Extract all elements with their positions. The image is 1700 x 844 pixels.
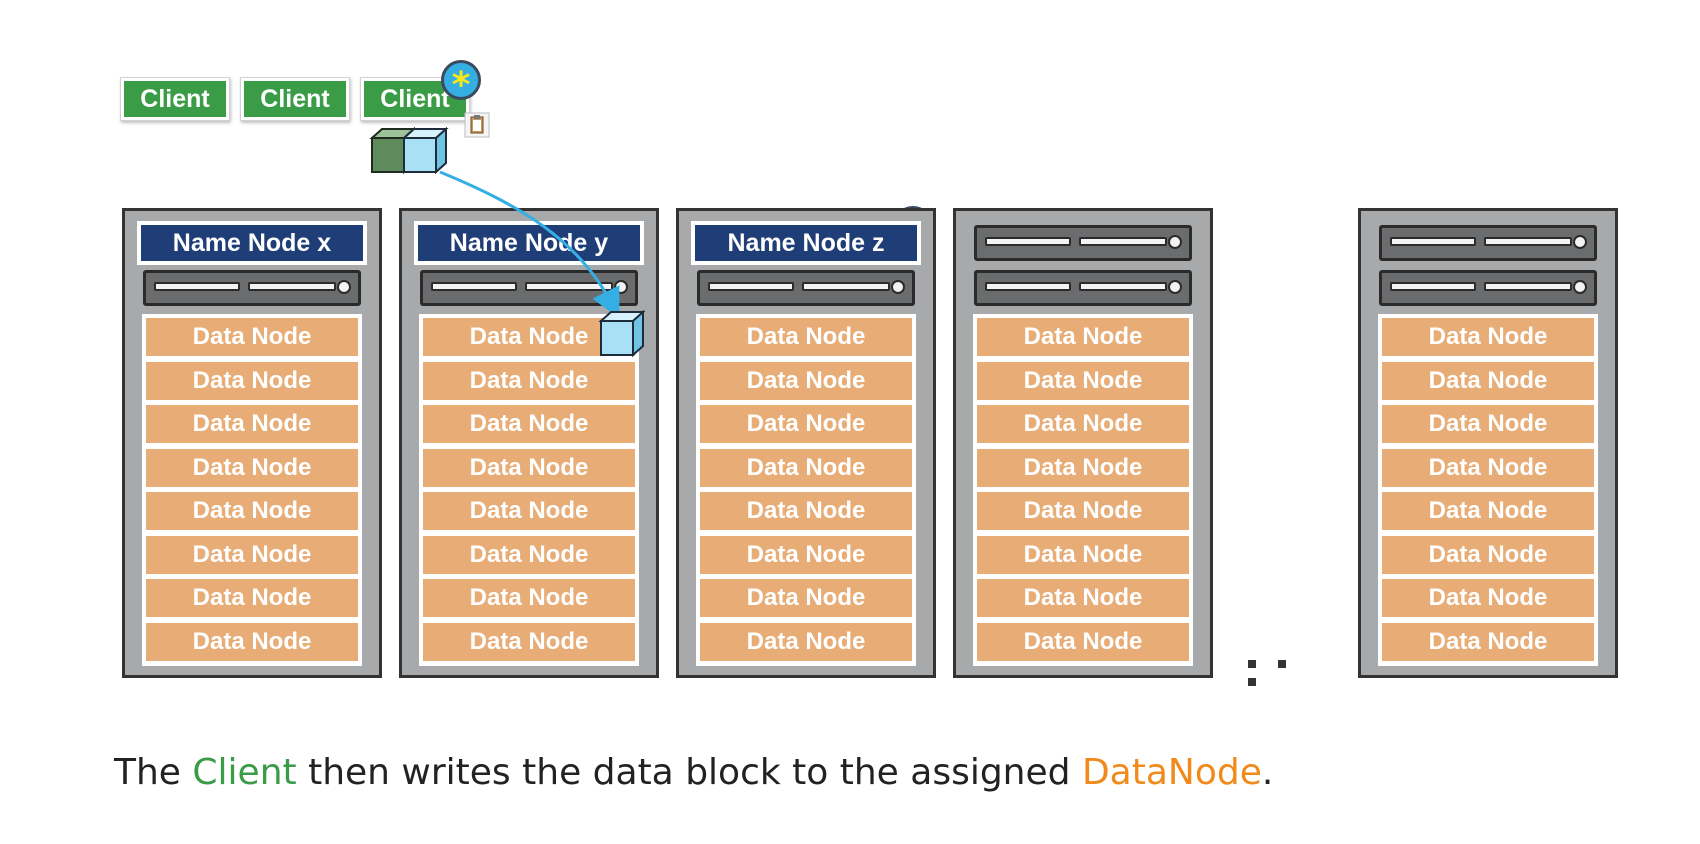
client-1: Client: [120, 77, 230, 121]
data-node: Data Node: [1382, 492, 1594, 530]
data-node: Data Node: [146, 622, 358, 661]
data-node-list: Data Node Data Node Data Node Data Node …: [696, 314, 916, 666]
data-node: Data Node: [1382, 361, 1594, 400]
data-node: Data Node: [700, 318, 912, 356]
rack-4: Data Node Data Node Data Node Data Node …: [953, 208, 1213, 678]
data-node: Data Node: [146, 405, 358, 443]
data-node: Data Node: [1382, 622, 1594, 661]
caption-datanode: DataNode: [1081, 752, 1262, 793]
data-node: Data Node: [423, 448, 635, 487]
data-node: Data Node: [700, 492, 912, 530]
rack-z: Name Node z Data Node Data Node Data Nod…: [676, 208, 936, 678]
data-node: Data Node: [146, 535, 358, 574]
data-node: Data Node: [1382, 448, 1594, 487]
name-node-label: Name Node x: [141, 225, 363, 261]
caption: The Client then writes the data block to…: [114, 752, 1273, 793]
data-node: Data Node: [700, 361, 912, 400]
star-badge-client: *: [441, 60, 481, 106]
data-node: Data Node: [700, 579, 912, 617]
more-racks-ellipsis: [1248, 655, 1318, 686]
data-block-blue-icon: [401, 126, 449, 175]
caption-part1: The: [114, 752, 193, 793]
data-node-list: Data Node Data Node Data Node Data Node …: [142, 314, 362, 666]
server-slot: [1379, 270, 1597, 306]
data-node: Data Node: [423, 361, 635, 400]
data-node: Data Node: [423, 318, 635, 356]
data-node: Data Node: [1382, 579, 1594, 617]
data-node: Data Node: [423, 579, 635, 617]
data-node: Data Node: [423, 622, 635, 661]
data-node: Data Node: [1382, 405, 1594, 443]
caption-part2: then writes the data block to the assign…: [296, 752, 1082, 793]
data-node: Data Node: [977, 318, 1189, 356]
data-node: Data Node: [146, 318, 358, 356]
data-block-written-icon: [598, 309, 646, 358]
data-node-list: Data Node Data Node Data Node Data Node …: [973, 314, 1193, 666]
data-node: Data Node: [423, 492, 635, 530]
data-node: Data Node: [977, 492, 1189, 530]
name-node-label: Name Node y: [418, 225, 640, 261]
data-node: Data Node: [977, 535, 1189, 574]
client-label: Client: [124, 81, 226, 117]
data-node: Data Node: [1382, 535, 1594, 574]
name-node-z: Name Node z: [691, 221, 921, 265]
client-label: Client: [244, 81, 346, 117]
data-node: Data Node: [423, 405, 635, 443]
data-node-list: Data Node Data Node Data Node Data Node …: [419, 314, 639, 666]
server-slot: [1379, 225, 1597, 261]
server-slot: [697, 270, 915, 306]
data-node: Data Node: [146, 361, 358, 400]
data-node: Data Node: [977, 448, 1189, 487]
data-node: Data Node: [700, 535, 912, 574]
caption-part3: .: [1261, 752, 1274, 793]
data-node: Data Node: [146, 448, 358, 487]
name-node-x: Name Node x: [137, 221, 367, 265]
data-node: Data Node: [977, 579, 1189, 617]
client-2: Client: [240, 77, 350, 121]
rack-last: Data Node Data Node Data Node Data Node …: [1358, 208, 1618, 678]
data-node: Data Node: [146, 579, 358, 617]
data-node: Data Node: [700, 405, 912, 443]
clipboard-icon: [464, 112, 490, 138]
data-node: Data Node: [977, 405, 1189, 443]
data-node-list: Data Node Data Node Data Node Data Node …: [1378, 314, 1598, 666]
data-node: Data Node: [977, 361, 1189, 400]
server-slot: [143, 270, 361, 306]
data-node: Data Node: [700, 448, 912, 487]
server-slot: [974, 270, 1192, 306]
data-node: Data Node: [146, 492, 358, 530]
data-node: Data Node: [700, 622, 912, 661]
server-slot: [974, 225, 1192, 261]
rack-x: Name Node x Data Node Data Node Data Nod…: [122, 208, 382, 678]
write-arrow: [439, 170, 620, 319]
caption-client: Client: [192, 752, 297, 793]
data-node: Data Node: [423, 535, 635, 574]
name-node-y: Name Node y: [414, 221, 644, 265]
name-node-label: Name Node z: [695, 225, 917, 261]
data-node: Data Node: [1382, 318, 1594, 356]
data-node: Data Node: [977, 622, 1189, 661]
